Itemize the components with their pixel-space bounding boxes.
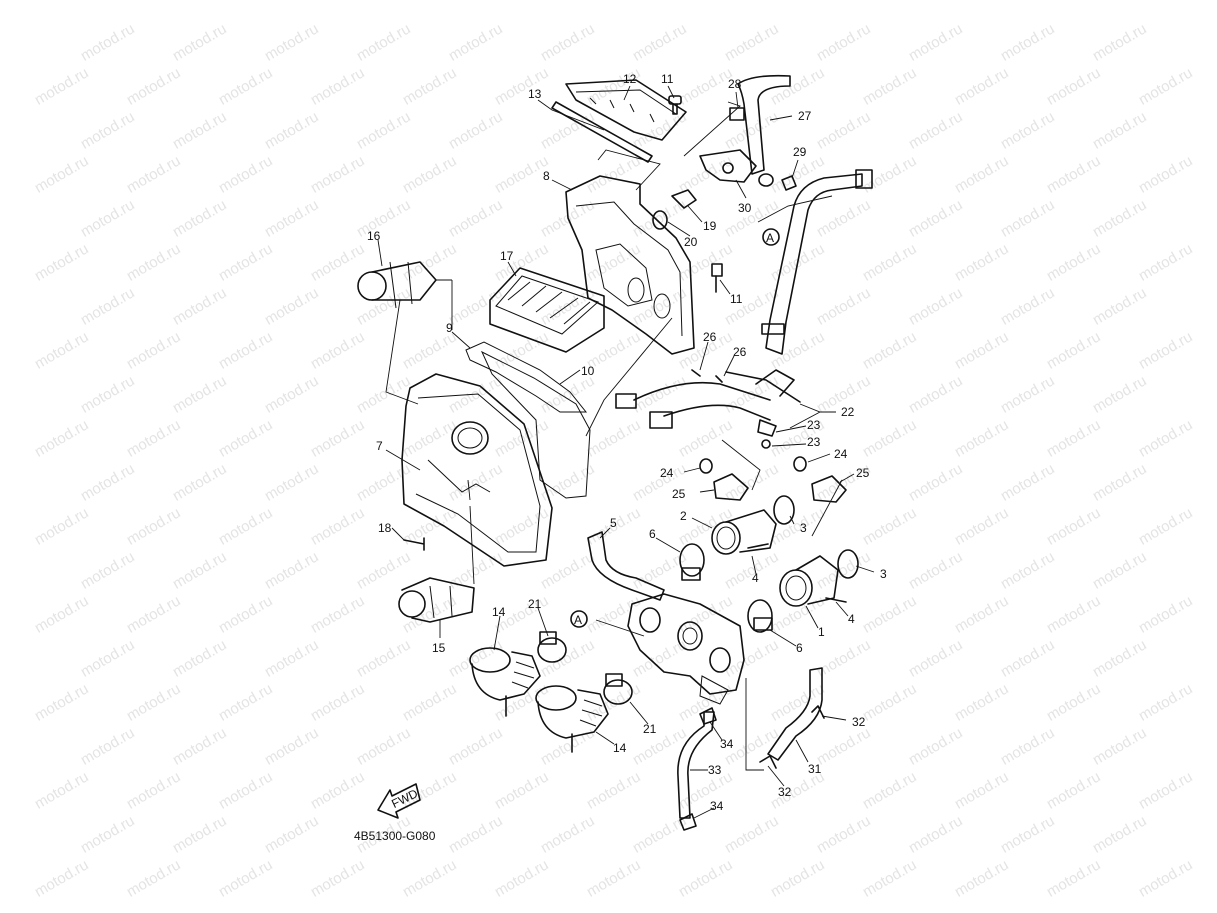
callout-6: 6 xyxy=(796,641,803,655)
ref-mark-a-upper: A xyxy=(762,228,780,246)
part-24-cap-left xyxy=(699,458,713,474)
part-6-clamp-left xyxy=(679,543,705,581)
callout-18: 18 xyxy=(378,521,392,535)
part-31-hose xyxy=(767,667,823,761)
part-7-air-cleaner-case xyxy=(401,373,553,567)
callout-30: 30 xyxy=(738,201,752,215)
part-10-seal xyxy=(480,350,591,499)
callout-25: 25 xyxy=(856,466,870,480)
fwd-arrow: FWD xyxy=(377,783,421,819)
diagram-code: 4B51300-G080 xyxy=(354,829,436,843)
part-22-injector-harness xyxy=(615,369,801,429)
callout-23: 23 xyxy=(807,418,821,432)
part-28-clip xyxy=(729,107,745,121)
part-4-bolts xyxy=(747,543,847,603)
callout-26: 26 xyxy=(733,345,747,359)
part-21-clamp-right xyxy=(603,673,633,705)
part-2-intake-joint xyxy=(711,509,777,555)
callout-24: 24 xyxy=(660,466,674,480)
part-8-upper-case xyxy=(565,175,695,355)
part-27-hose xyxy=(737,74,791,187)
part-25-holder-left xyxy=(713,473,749,501)
callout-17: 17 xyxy=(500,249,514,263)
part-20-grommet xyxy=(652,210,668,230)
part-34-clips xyxy=(679,707,717,831)
ref-mark-a-lower: A xyxy=(570,610,588,628)
part-14-elbow-right xyxy=(535,685,609,753)
callout-4: 4 xyxy=(752,571,759,585)
callout-21: 21 xyxy=(528,597,542,611)
part-16-inlet-duct xyxy=(357,261,437,309)
part-5-vent-hose xyxy=(587,531,665,601)
callout-31: 31 xyxy=(808,762,822,776)
part-12-cover xyxy=(565,79,687,141)
part-21-clamp-left xyxy=(537,631,567,663)
callout-32: 32 xyxy=(852,715,866,729)
callout-13: 13 xyxy=(528,87,542,101)
callout-11: 11 xyxy=(730,292,743,306)
callout-11: 11 xyxy=(661,72,674,86)
hose-A-vertical xyxy=(761,169,873,355)
callout-32: 32 xyxy=(778,785,792,799)
ref-mark-a-label: A xyxy=(574,613,582,627)
callout-1: 1 xyxy=(818,625,825,639)
part-11-bolt-side xyxy=(711,263,723,293)
callout-27: 27 xyxy=(798,109,812,123)
callout-29: 29 xyxy=(793,145,807,159)
part-26-bolts xyxy=(691,369,723,383)
part-29-clip xyxy=(781,175,797,191)
part-33-hose xyxy=(677,711,715,819)
callout-16: 16 xyxy=(367,229,381,243)
part-3-oring-upper xyxy=(773,495,795,525)
callout-3: 3 xyxy=(880,567,887,581)
callout-34: 34 xyxy=(710,799,724,813)
part-15-inlet-duct xyxy=(398,577,475,623)
callout-24: 24 xyxy=(834,447,848,461)
part-9-gasket xyxy=(465,341,588,413)
part-6-clamp-right xyxy=(747,599,773,633)
callout-3: 3 xyxy=(800,521,807,535)
callout-10: 10 xyxy=(581,364,595,378)
part-17-air-filter xyxy=(489,267,605,353)
callout-12: 12 xyxy=(623,72,637,86)
throttle-body xyxy=(627,593,745,705)
part-13-strip xyxy=(551,101,653,163)
part-11-bolt-top xyxy=(668,95,682,115)
callout-15: 15 xyxy=(432,641,446,655)
callout-4: 4 xyxy=(848,612,855,626)
callout-7: 7 xyxy=(376,439,383,453)
part-32-clips xyxy=(759,705,825,769)
callout-25: 25 xyxy=(672,487,686,501)
callout-26: 26 xyxy=(703,330,717,344)
part-3-oring-lower xyxy=(837,549,859,579)
part-23-fittings xyxy=(757,419,777,449)
ref-mark-a-label: A xyxy=(766,231,774,245)
part-1-intake-joint xyxy=(779,555,839,607)
part-19-sensor xyxy=(671,189,697,209)
callout-22: 22 xyxy=(841,405,855,419)
callout-21: 21 xyxy=(643,722,657,736)
callout-14: 14 xyxy=(613,741,627,755)
part-18-bolt xyxy=(403,537,425,551)
callout-2: 2 xyxy=(680,509,687,523)
leader-lines xyxy=(377,85,875,819)
callout-5: 5 xyxy=(610,516,617,530)
callout-23: 23 xyxy=(807,435,821,449)
part-25-holder-right xyxy=(811,475,847,503)
callout-34: 34 xyxy=(720,737,734,751)
callout-labels: 13 12 11 28 27 29 30 8 19 20 16 17 11 9 … xyxy=(367,72,887,813)
part-24-cap-right xyxy=(793,456,807,472)
callout-28: 28 xyxy=(728,77,742,91)
part-30-bracket xyxy=(699,149,757,183)
callout-20: 20 xyxy=(684,235,698,249)
callout-8: 8 xyxy=(543,169,550,183)
callout-6: 6 xyxy=(649,527,656,541)
part-14-elbow-left xyxy=(469,647,541,717)
callout-19: 19 xyxy=(703,219,717,233)
callout-14: 14 xyxy=(492,605,506,619)
callout-9: 9 xyxy=(446,321,453,335)
callout-33: 33 xyxy=(708,763,722,777)
